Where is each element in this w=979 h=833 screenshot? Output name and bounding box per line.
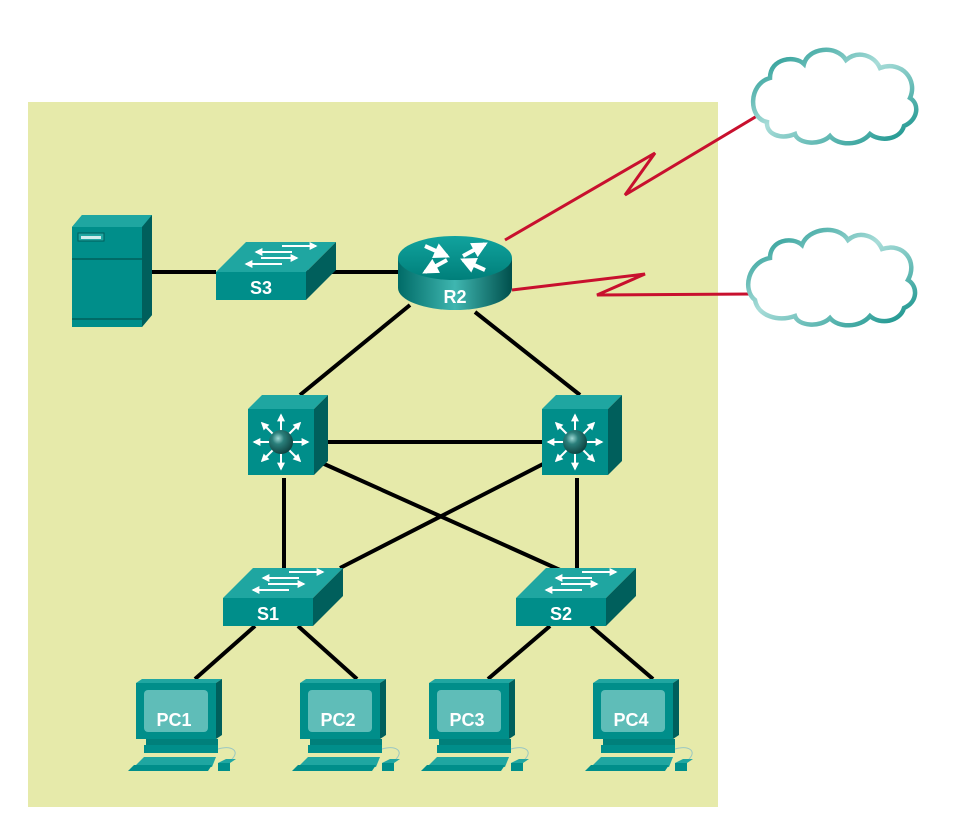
cloud-icon bbox=[750, 47, 919, 146]
pc-pc4[interactable]: PC4 bbox=[585, 679, 693, 771]
pc-icon bbox=[128, 679, 236, 771]
link-s1-pc1 bbox=[193, 624, 257, 681]
link-s1-pc2 bbox=[296, 624, 359, 681]
pc-icon bbox=[292, 679, 400, 771]
link-s2-pc4 bbox=[589, 624, 655, 681]
device-label: PC4 bbox=[613, 710, 648, 730]
pc-pc1[interactable]: PC1 bbox=[128, 679, 236, 771]
cloud-icon bbox=[745, 227, 918, 328]
device-label: S3 bbox=[250, 278, 272, 298]
multilayer-switch-left[interactable] bbox=[248, 395, 328, 475]
device-label: PC3 bbox=[449, 710, 484, 730]
cloud-bottom[interactable] bbox=[745, 227, 918, 328]
multilayer-switch-icon bbox=[542, 395, 622, 475]
pc-pc2[interactable]: PC2 bbox=[292, 679, 400, 771]
link-r2-cloud_top bbox=[504, 108, 768, 242]
link-mls_right-s1 bbox=[339, 461, 546, 570]
device-label: PC2 bbox=[320, 710, 355, 730]
device-label: PC1 bbox=[156, 710, 191, 730]
switch-s1[interactable]: S1 bbox=[223, 568, 343, 626]
pc-icon bbox=[421, 679, 529, 771]
device-label: S1 bbox=[257, 604, 279, 624]
pc-icon bbox=[585, 679, 693, 771]
multilayer-switch-icon bbox=[248, 395, 328, 475]
router-r2[interactable]: R2 bbox=[398, 236, 512, 310]
link-r2-mls_right bbox=[473, 310, 582, 397]
device-label: R2 bbox=[443, 287, 466, 307]
pc-pc3[interactable]: PC3 bbox=[421, 679, 529, 771]
switch-icon bbox=[216, 242, 336, 300]
switch-icon bbox=[516, 568, 636, 626]
links bbox=[150, 108, 768, 681]
switch-s3[interactable]: S3 bbox=[216, 242, 336, 300]
device-label: S2 bbox=[550, 604, 572, 624]
server-icon bbox=[72, 215, 152, 327]
link-s2-pc3 bbox=[486, 624, 552, 681]
link-r2-mls_left bbox=[298, 303, 412, 397]
link-r2-cloud_bottom bbox=[511, 272, 753, 297]
router-icon bbox=[398, 236, 512, 310]
switch-icon bbox=[223, 568, 343, 626]
cloud-top[interactable] bbox=[750, 47, 919, 146]
server[interactable] bbox=[72, 215, 152, 327]
switch-s2[interactable]: S2 bbox=[516, 568, 636, 626]
multilayer-switch-right[interactable] bbox=[542, 395, 622, 475]
